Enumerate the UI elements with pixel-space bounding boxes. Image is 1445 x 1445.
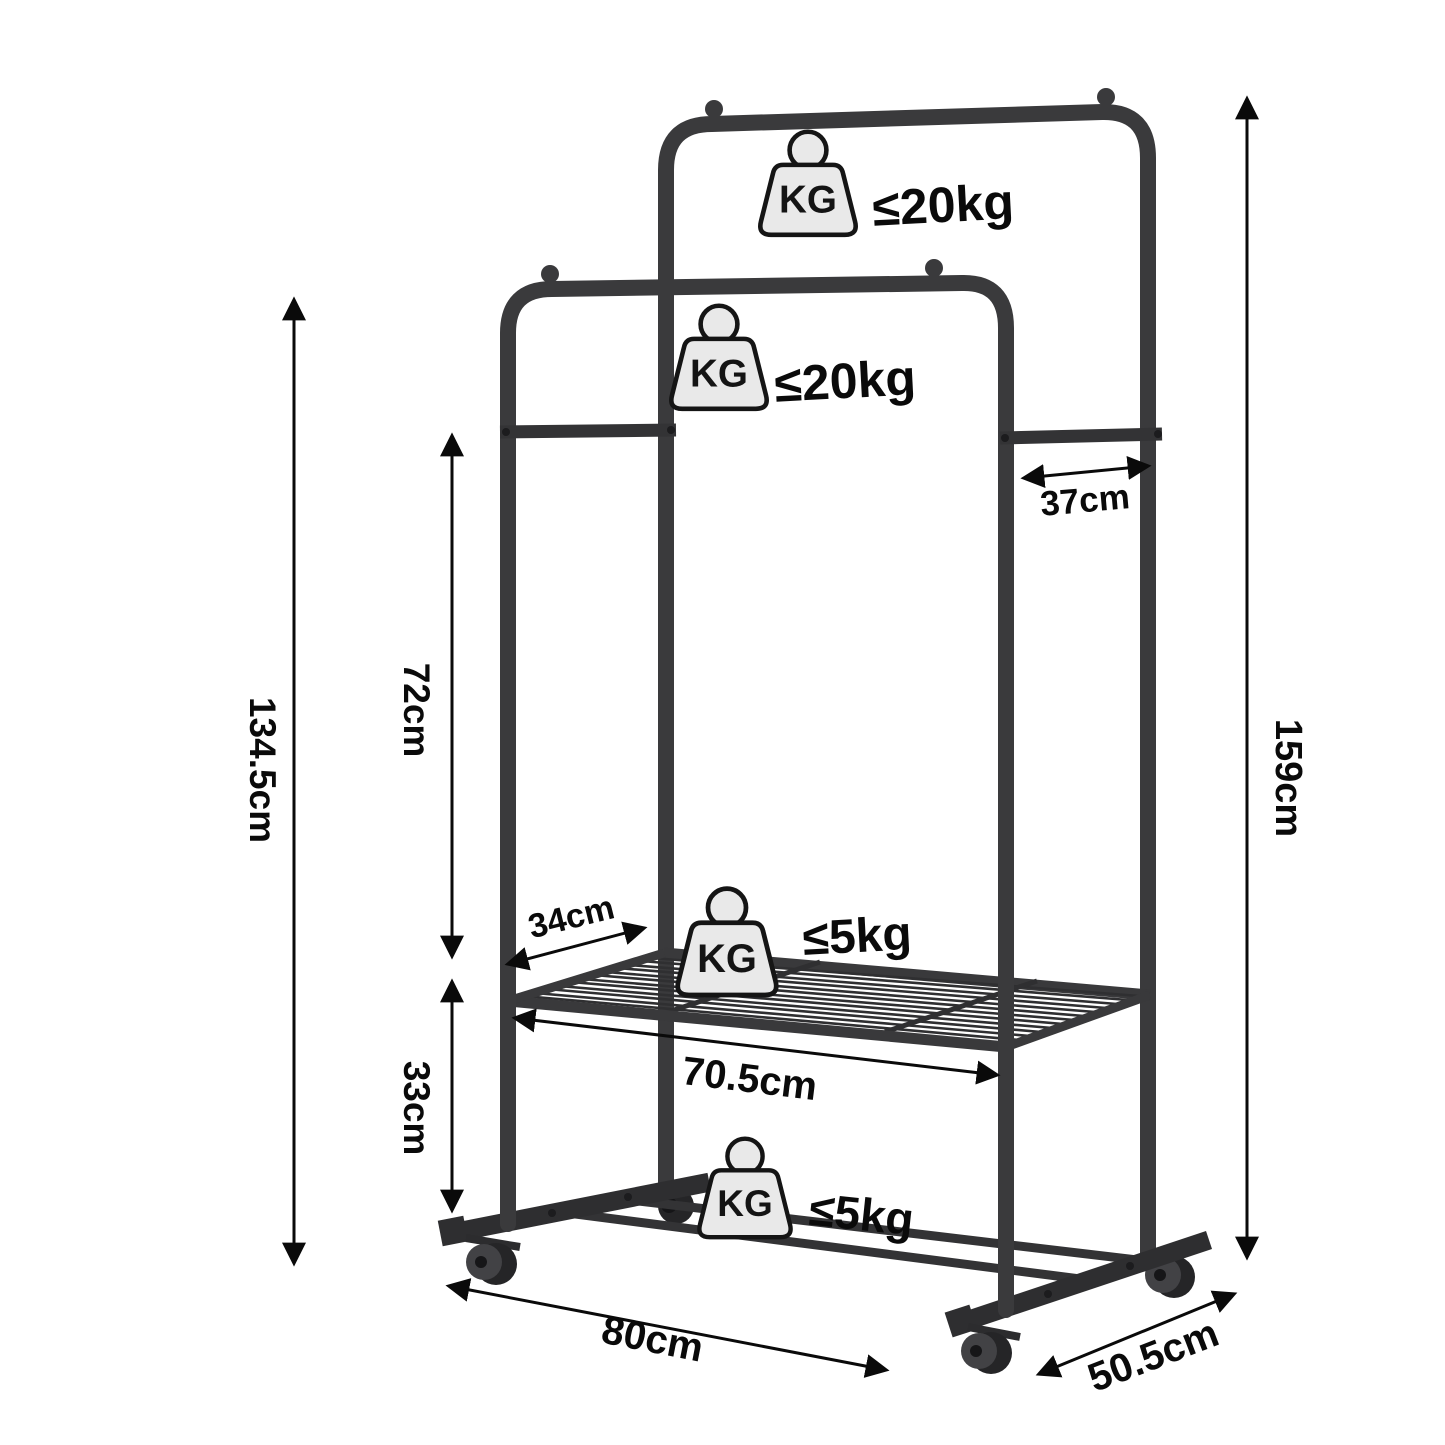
tall-rail-frame	[658, 88, 1156, 1268]
capacity-label-bottom-shelf: ≤5kg	[807, 1183, 916, 1246]
middle-wire-shelf	[506, 947, 1152, 1053]
weight-icon-top-rail	[760, 132, 855, 235]
dimension-label-hanging-clearance: 72cm	[396, 663, 437, 758]
capacity-label-lower-rail: ≤20kg	[773, 349, 917, 412]
dimension-arrow-shelf-depth	[504, 921, 648, 971]
dimension-arrows	[282, 95, 1259, 1378]
dimension-label-rail-depth: 37cm	[1039, 477, 1132, 524]
dimension-label-base-length: 80cm	[598, 1308, 707, 1371]
capacity-label-middle-shelf: ≤5kg	[801, 907, 913, 966]
caster-wheel-front-right	[961, 1323, 1021, 1374]
hanger-knob	[541, 265, 559, 283]
dimension-arrow-base-depth	[1035, 1290, 1238, 1378]
capacity-label-top-rail: ≤20kg	[871, 173, 1015, 236]
weight-icon-middle-shelf	[678, 889, 777, 995]
dimension-arrow-base-length	[445, 1278, 890, 1378]
dimension-label-base-depth: 50.5cm	[1082, 1311, 1224, 1401]
dimension-arrow-shelf-length	[511, 1008, 1001, 1085]
dimension-arrow-rail-depth	[1020, 456, 1152, 488]
hanger-knob	[1097, 88, 1115, 106]
dimension-label-height-right: 159cm	[1267, 719, 1309, 837]
dimension-label-shelf-length: 70.5cm	[680, 1049, 820, 1109]
hanger-knob	[925, 259, 943, 277]
base-end-cap	[437, 1215, 469, 1247]
front-rail-frame	[500, 259, 1014, 1318]
hanger-knob	[705, 100, 723, 118]
weight-icon-bottom-shelf	[699, 1139, 790, 1238]
dimension-label-height-left: 134.5cm	[242, 697, 283, 843]
weight-icon-lower-rail	[671, 306, 766, 409]
dimension-label-bottom-clearance: 33cm	[396, 1061, 437, 1156]
side-crossbars	[499, 423, 1163, 445]
base-side-rail-left	[440, 1172, 712, 1245]
caster-wheel-front-left	[465, 1234, 521, 1285]
